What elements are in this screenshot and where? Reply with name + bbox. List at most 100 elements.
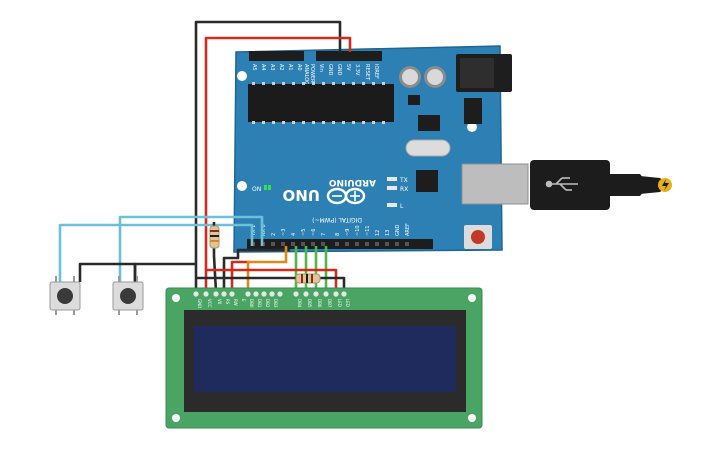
reset-button[interactable] xyxy=(464,225,492,249)
svg-text:Vin: Vin xyxy=(318,64,324,72)
svg-text:~5: ~5 xyxy=(301,229,307,236)
lcd-hole xyxy=(468,414,476,422)
infinity-logo-icon xyxy=(326,187,366,205)
lightning-icon xyxy=(658,178,672,192)
on-led-label: ON xyxy=(252,186,261,193)
svg-text:A5: A5 xyxy=(251,64,257,71)
uno-text: UNO xyxy=(283,186,321,204)
svg-text:A1: A1 xyxy=(287,64,293,71)
svg-text:DB5: DB5 xyxy=(307,299,312,308)
wires xyxy=(58,20,352,293)
svg-text:GND: GND xyxy=(395,224,401,236)
svg-text:DB4: DB4 xyxy=(297,299,302,308)
usb-icon xyxy=(545,177,578,191)
led-rx xyxy=(387,186,397,190)
svg-text:E: E xyxy=(241,299,246,302)
svg-text:RX 0: RX 0 xyxy=(261,224,267,236)
svg-text:LED: LED xyxy=(345,299,350,307)
power-header xyxy=(316,51,382,61)
analog-header xyxy=(249,51,304,61)
svg-text:LED: LED xyxy=(337,299,342,307)
svg-text:V0: V0 xyxy=(217,299,222,305)
svg-text:GND: GND xyxy=(327,64,333,76)
svg-text:GND: GND xyxy=(336,64,342,76)
svg-text:VCC: VCC xyxy=(207,299,212,308)
tx-led-label: TX xyxy=(399,177,408,184)
svg-text:4: 4 xyxy=(291,233,297,236)
svg-text:DB2: DB2 xyxy=(265,299,270,308)
analog-header-label: ANALOG IN xyxy=(303,64,309,92)
svg-text:DB0: DB0 xyxy=(249,299,254,308)
analog-pin-labels: A5 A4 A3 A2 A1 A0 ANALOG IN xyxy=(251,64,309,92)
svg-text:A4: A4 xyxy=(260,64,266,71)
svg-text:12: 12 xyxy=(375,230,381,236)
svg-text:RW: RW xyxy=(233,299,238,306)
chip xyxy=(418,115,440,131)
wire-rs[interactable] xyxy=(230,260,250,292)
led-indicators: TX RX L ON xyxy=(252,177,408,210)
wire-vcc-main[interactable] xyxy=(204,36,352,292)
atmega-chip xyxy=(248,84,394,122)
lcd-hole xyxy=(468,294,476,302)
wire-button-1[interactable] xyxy=(58,223,254,282)
svg-text:DB3: DB3 xyxy=(273,299,278,308)
arduino-board[interactable]: A5 A4 A3 A2 A1 A0 ANALOG IN Vin GND GND … xyxy=(233,45,512,253)
svg-text:GND: GND xyxy=(197,299,202,308)
svg-text:IOREF: IOREF xyxy=(373,64,379,79)
lcd-hole xyxy=(172,414,180,422)
svg-text:5V: 5V xyxy=(345,64,351,71)
regulator xyxy=(408,95,420,105)
svg-text:A3: A3 xyxy=(269,64,275,71)
resistor[interactable] xyxy=(209,225,220,249)
svg-text:~9: ~9 xyxy=(345,229,351,236)
svg-text:~3: ~3 xyxy=(281,229,287,236)
svg-text:RESET: RESET xyxy=(364,64,370,81)
push-button-2[interactable] xyxy=(112,276,144,315)
svg-text:A0: A0 xyxy=(296,64,302,71)
wire-led-anode[interactable] xyxy=(206,268,338,292)
lcd-module[interactable] xyxy=(165,287,483,429)
capacitor xyxy=(424,66,446,88)
usb-connector xyxy=(461,160,610,210)
wire-button-2[interactable] xyxy=(118,215,264,282)
svg-text:DB6: DB6 xyxy=(317,299,322,308)
lcd-screen xyxy=(194,326,456,392)
rx-led-label: RX xyxy=(400,186,408,193)
led-l xyxy=(387,203,397,207)
wire-button-gnd[interactable] xyxy=(78,262,137,282)
lcd-pins xyxy=(193,291,347,297)
push-button-1[interactable] xyxy=(49,276,81,315)
lcd-hole xyxy=(172,294,180,302)
usb-chip xyxy=(416,170,438,192)
arduino-brand-text: ARDUINO xyxy=(328,177,376,187)
mount-hole xyxy=(237,181,247,191)
digital-header-label: DIGITAL (PWM~) xyxy=(312,216,362,223)
voltage-regulator xyxy=(464,98,482,124)
wire-led-cathode[interactable] xyxy=(196,276,346,292)
power-header-label: POWER xyxy=(309,64,315,83)
svg-text:2: 2 xyxy=(271,233,277,236)
capacitor xyxy=(399,66,421,88)
mount-hole xyxy=(467,122,477,132)
svg-text:~6: ~6 xyxy=(311,229,317,236)
lcd-pin-labels: GND VCC V0 RS RW E DB0 DB1 DB2 DB3 DB4 D… xyxy=(197,299,350,308)
digital-pin-labels: TX 1 RX 0 2 ~3 4 ~5 ~6 7 8 ~9 ~10 ~11 12… xyxy=(251,223,411,237)
svg-text:13: 13 xyxy=(385,230,391,236)
led-on xyxy=(264,185,267,190)
svg-text:7: 7 xyxy=(321,233,327,236)
svg-text:~10: ~10 xyxy=(355,225,361,236)
mount-hole xyxy=(237,71,247,81)
usb-cable xyxy=(610,174,645,196)
svg-text:A2: A2 xyxy=(278,64,284,71)
l-led-label: L xyxy=(400,203,404,210)
svg-text:8: 8 xyxy=(335,233,341,236)
digital-header xyxy=(247,239,433,249)
svg-text:RS: RS xyxy=(225,299,230,305)
svg-text:DB7: DB7 xyxy=(327,299,332,308)
svg-text:DB1: DB1 xyxy=(257,299,262,308)
svg-text:AREF: AREF xyxy=(405,223,411,236)
backlight-resistor[interactable] xyxy=(295,273,321,284)
svg-text:TX 1: TX 1 xyxy=(251,225,257,237)
power-pin-labels: Vin GND GND 5V 3.3V RESET IOREF POWER xyxy=(309,64,379,83)
